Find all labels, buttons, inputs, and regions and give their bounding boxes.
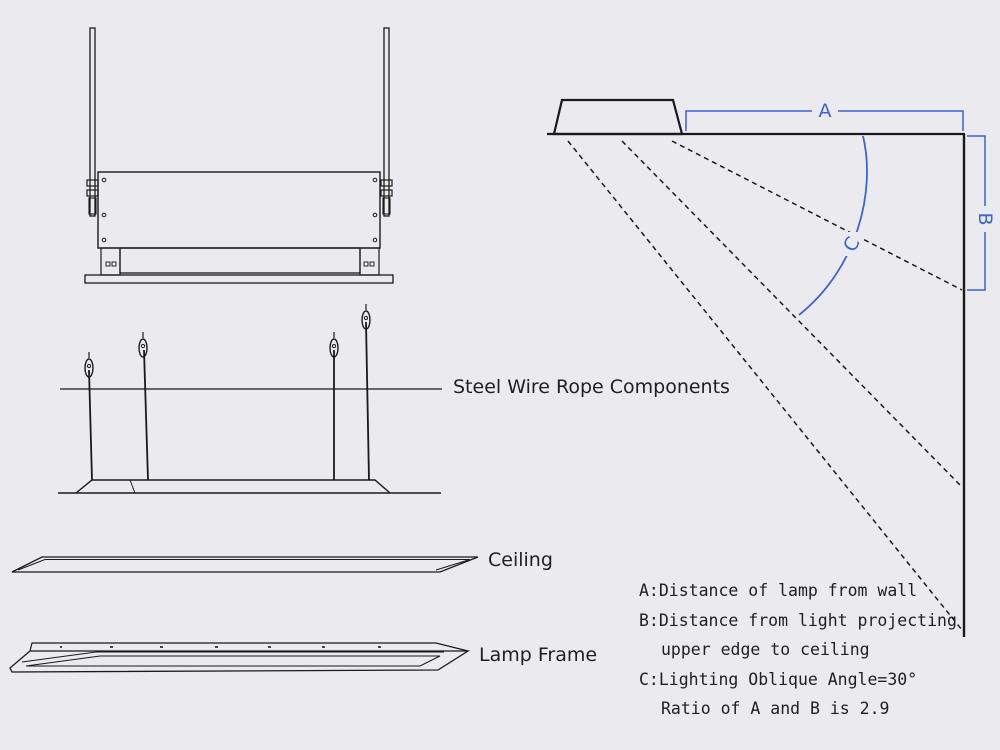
legend-line-a: A:Distance of lamp from wall bbox=[639, 581, 917, 600]
lamp-base-plate bbox=[84, 274, 394, 284]
light-ray-upper bbox=[671, 140, 963, 291]
angle-c-arc bbox=[798, 135, 868, 316]
left-suspension-rod bbox=[89, 27, 96, 217]
wire-gripper-4 bbox=[361, 304, 371, 330]
legend-line-c1: C:Lighting Oblique Angle=30° bbox=[639, 670, 917, 689]
lamp-body-outline bbox=[75, 479, 391, 494]
dimension-b bbox=[967, 135, 997, 291]
lighting-angle-diagram: A B C bbox=[547, 98, 997, 637]
dimension-a bbox=[685, 98, 964, 131]
steel-wire-rope-drawing bbox=[58, 304, 442, 494]
legend-line-b2: upper edge to ceiling bbox=[661, 640, 870, 659]
wire-2 bbox=[143, 349, 149, 481]
ceiling-label: Ceiling bbox=[488, 549, 553, 571]
steel-wire-label: Steel Wire Rope Components bbox=[453, 376, 730, 398]
dimension-b-label: B bbox=[974, 212, 996, 225]
legend-line-c2: Ratio of A and B is 2.9 bbox=[661, 699, 889, 718]
light-ray-middle bbox=[621, 140, 963, 488]
ceiling-panel-drawing bbox=[11, 556, 479, 573]
right-clamp bbox=[380, 179, 393, 187]
wire-gripper-2 bbox=[138, 332, 148, 358]
wire-4 bbox=[365, 321, 370, 481]
lamp-frame-label: Lamp Frame bbox=[479, 644, 597, 666]
legend-line-b1: B:Distance from light projecting bbox=[639, 611, 957, 630]
lamp-housing bbox=[97, 171, 381, 249]
left-clamp bbox=[86, 179, 99, 187]
wire-gripper-3 bbox=[329, 332, 339, 358]
lamp-light-panel bbox=[119, 247, 361, 274]
wire-gripper-1 bbox=[84, 352, 94, 378]
left-bracket bbox=[100, 247, 121, 276]
right-suspension-rod bbox=[383, 27, 390, 217]
light-ray-lower bbox=[567, 140, 963, 631]
legend: A:Distance of lamp from wall B:Distance … bbox=[639, 581, 957, 718]
dimension-a-label: A bbox=[819, 100, 832, 122]
right-bracket bbox=[359, 247, 380, 276]
wire-1 bbox=[88, 369, 93, 481]
wall-washer-lamp bbox=[552, 98, 684, 136]
lamp-frame-drawing bbox=[9, 642, 471, 673]
suspended-lamp-drawing bbox=[84, 27, 394, 284]
